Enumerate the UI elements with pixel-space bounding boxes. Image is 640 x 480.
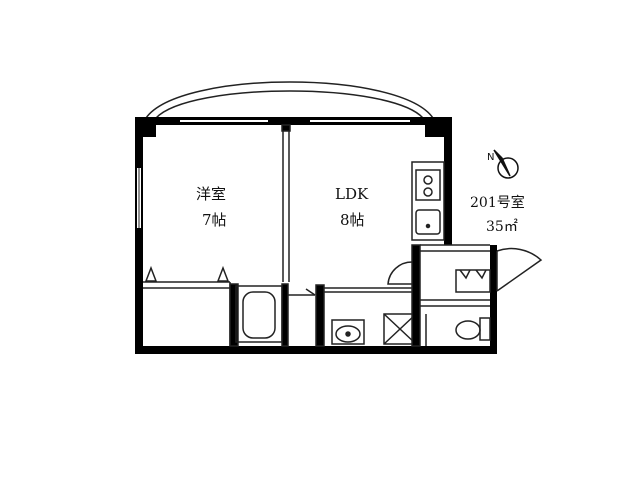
svg-text:N: N bbox=[487, 152, 494, 163]
balcony bbox=[145, 81, 434, 119]
ldk-room-name: LDK bbox=[335, 185, 369, 203]
western-room-name: 洋室 bbox=[196, 185, 226, 203]
kitchen-sink bbox=[415, 209, 441, 235]
toilet-room bbox=[425, 314, 491, 346]
western-room-size: 7帖 bbox=[202, 211, 227, 229]
closet bbox=[143, 265, 231, 346]
outer-walls bbox=[135, 117, 497, 354]
shoe-box bbox=[455, 269, 491, 293]
north-arrow-icon: N bbox=[487, 149, 519, 179]
entrance bbox=[387, 244, 543, 347]
stove bbox=[415, 169, 441, 201]
bath-door bbox=[288, 284, 325, 347]
bathtub bbox=[242, 291, 276, 339]
washroom bbox=[324, 287, 417, 345]
unit-area: 35㎡ bbox=[486, 219, 518, 235]
bathroom bbox=[229, 283, 289, 347]
toilet bbox=[455, 320, 481, 340]
wash-basin bbox=[331, 319, 365, 345]
room-partition bbox=[281, 124, 291, 282]
left-window bbox=[137, 168, 141, 228]
kitchen bbox=[411, 161, 445, 241]
ldk-room-size: 8帖 bbox=[340, 211, 365, 229]
unit-number: 201号室 bbox=[470, 194, 525, 211]
